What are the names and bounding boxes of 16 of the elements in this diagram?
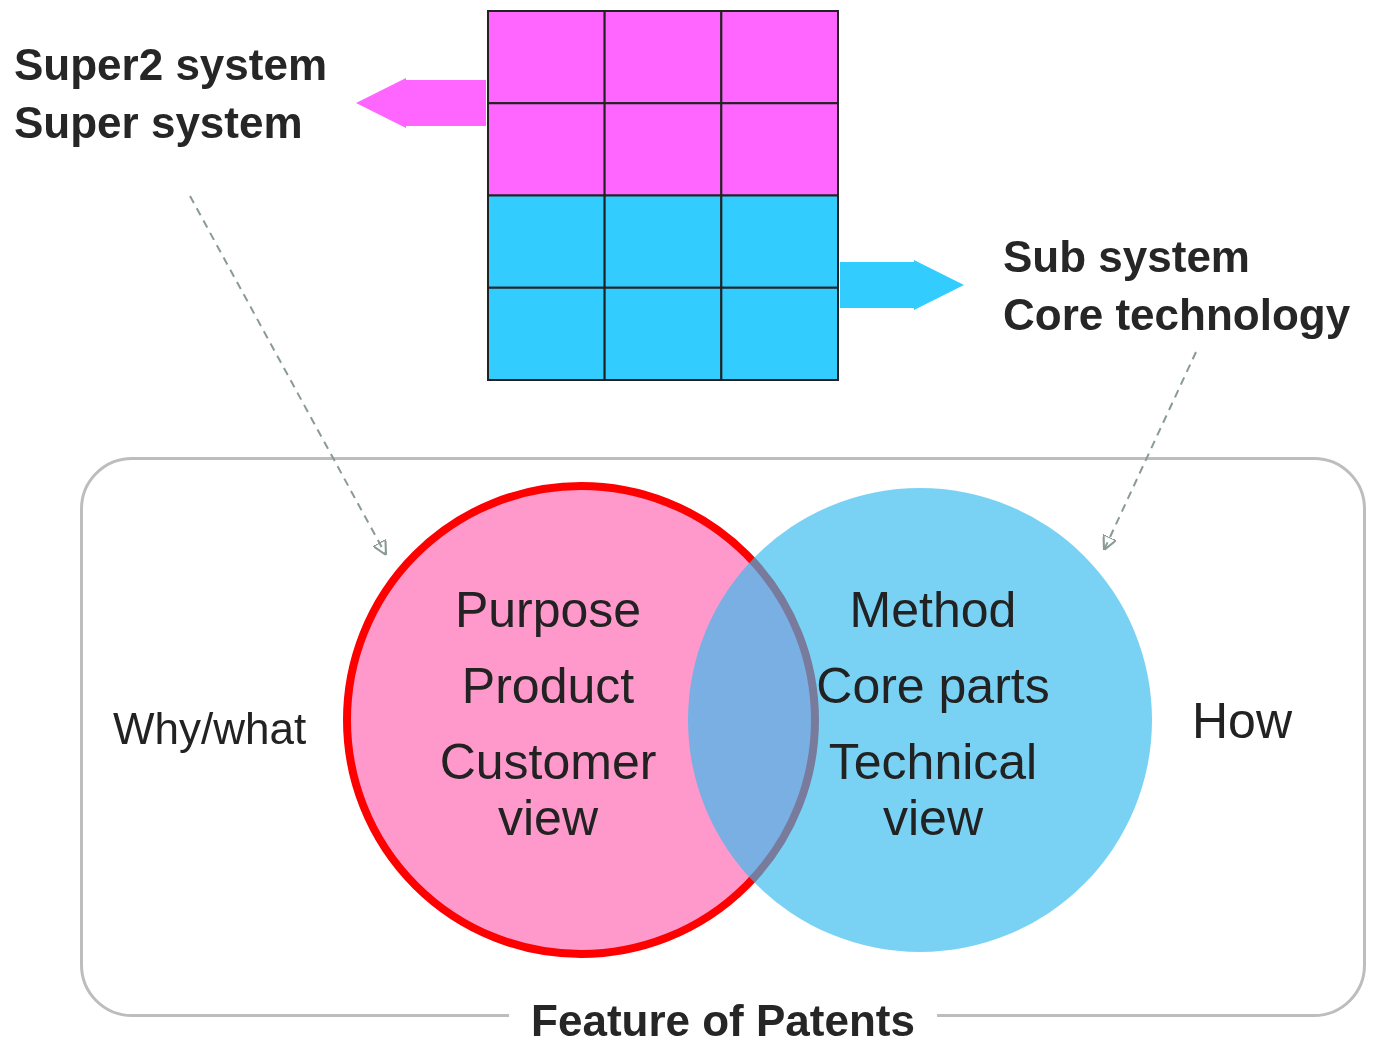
heading-text: Super system (14, 97, 303, 149)
block-arrow (356, 78, 486, 128)
dashed-arrow (1102, 351, 1197, 552)
dashed-arrow (189, 195, 388, 557)
heading-text: Core technology (1003, 289, 1351, 341)
heading-text: Super2 system (14, 39, 328, 91)
block-arrow (840, 260, 964, 310)
heading-text: Sub system (1003, 231, 1250, 283)
circle-label: Product (460, 658, 636, 714)
circle-label: Method (848, 582, 1018, 638)
circle-label: Purpose (453, 582, 643, 638)
circle-label: Core parts (815, 658, 1051, 714)
side-label: How (1192, 692, 1293, 750)
circle-label: Technical view (827, 734, 1039, 846)
circle-label: Customer view (438, 734, 658, 846)
side-label: Why/what (113, 704, 307, 754)
